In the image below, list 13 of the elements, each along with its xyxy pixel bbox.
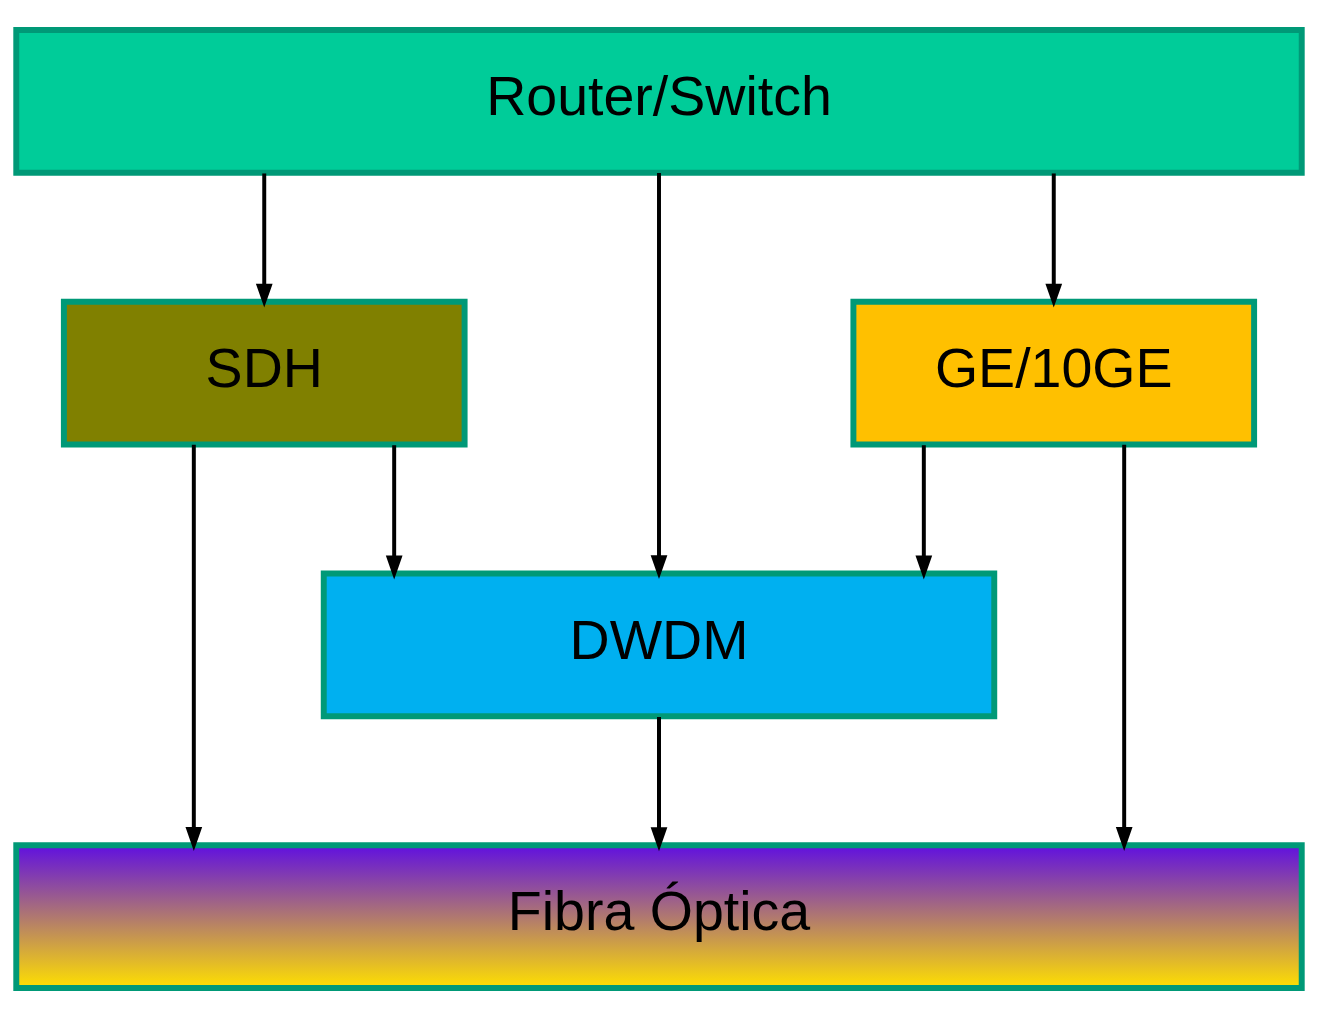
node-box: SDH: [60, 298, 468, 448]
arrow: [185, 444, 203, 851]
arrow: [650, 172, 668, 580]
arrow: [255, 173, 273, 308]
node-box: GE/10GE: [850, 298, 1258, 448]
arrow: [915, 445, 933, 580]
node-box: Fibra Óptica: [13, 842, 1305, 992]
arrow: [1115, 444, 1133, 851]
arrow: [385, 445, 403, 580]
node-box: Router/Switch: [13, 26, 1305, 176]
node-box: DWDM: [320, 570, 998, 720]
arrow: [650, 717, 668, 852]
arrow: [1045, 173, 1063, 308]
